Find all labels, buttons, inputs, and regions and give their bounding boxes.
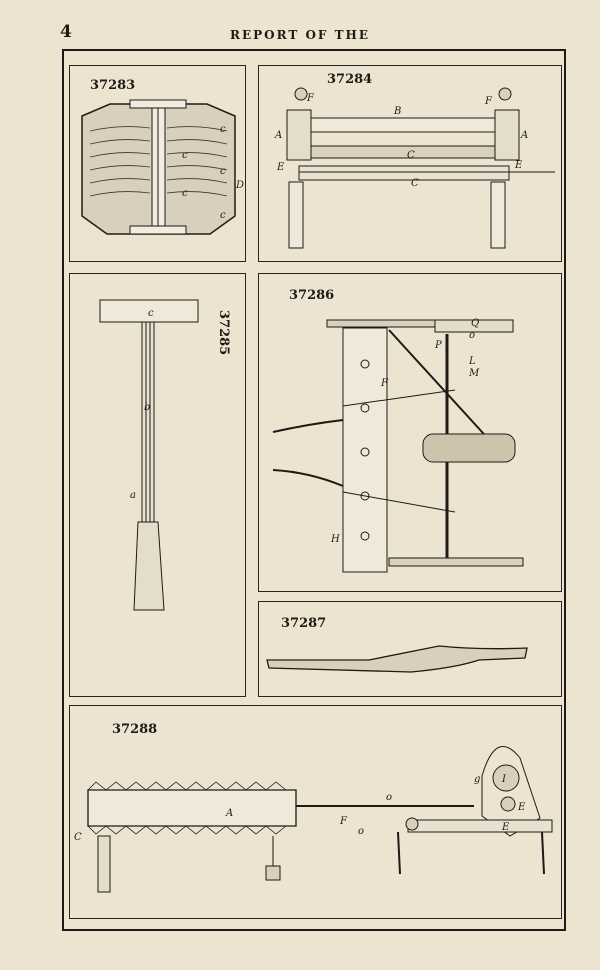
figure-number: 37285 bbox=[216, 310, 231, 356]
label-c: c bbox=[182, 150, 188, 161]
cross-section-drawing: c c c c D c bbox=[81, 99, 244, 235]
figure-panel-37288: 37288 A C F o o g I E E bbox=[69, 705, 562, 919]
label-I: I bbox=[501, 774, 507, 785]
page-number: 4 bbox=[60, 22, 72, 42]
figure-number: 37287 bbox=[281, 616, 327, 631]
label-F: F bbox=[339, 816, 348, 827]
machine-frame-drawing: Q o P L M F H bbox=[272, 318, 524, 573]
label-M: M bbox=[468, 368, 480, 379]
label-a: a bbox=[130, 490, 136, 501]
roller-machine-drawing: F B F A A C E E C bbox=[274, 87, 555, 249]
label-F: F bbox=[306, 93, 315, 104]
label-A: A bbox=[520, 130, 528, 141]
label-c: c bbox=[220, 210, 226, 221]
plate-frame: 37283 c c c c D c 37284 bbox=[62, 49, 566, 931]
label-o: o bbox=[386, 792, 392, 803]
label-F: F bbox=[484, 96, 493, 107]
label-E: E bbox=[514, 160, 523, 171]
label-C: C bbox=[74, 832, 82, 843]
last-sole-drawing bbox=[266, 645, 528, 673]
label-Q: Q bbox=[471, 318, 479, 329]
figure-number: 37288 bbox=[112, 722, 158, 737]
label-c: c bbox=[220, 166, 226, 177]
label-H: H bbox=[330, 534, 340, 545]
figure-panel-37286: 37286 Q o P L M F H bbox=[258, 273, 562, 592]
label-o: o bbox=[469, 330, 475, 341]
label-B: B bbox=[393, 106, 401, 117]
label-b: b bbox=[144, 402, 150, 413]
label-L: L bbox=[468, 356, 476, 367]
figure-panel-37285: 37285 c b a bbox=[69, 273, 246, 697]
label-E: E bbox=[276, 162, 285, 173]
label-C: C bbox=[407, 150, 415, 161]
figure-panel-37287: 37287 bbox=[258, 601, 562, 697]
label-c: c bbox=[182, 188, 188, 199]
label-o: o bbox=[358, 826, 364, 837]
label-A: A bbox=[274, 130, 282, 141]
figure-panel-37284: 37284 F B F A A C E E C bbox=[258, 65, 562, 262]
figure-number: 37283 bbox=[90, 78, 136, 93]
label-c: c bbox=[148, 308, 154, 319]
feed-mechanism-drawing: A C F o o g I E E bbox=[74, 746, 553, 893]
label-c: c bbox=[220, 124, 226, 135]
hammer-tool-drawing: c b a bbox=[99, 299, 199, 611]
label-A: A bbox=[225, 808, 233, 819]
figure-number: 37284 bbox=[327, 72, 373, 87]
label-F: F bbox=[380, 378, 389, 389]
label-E: E bbox=[517, 802, 526, 813]
figure-panel-37283: 37283 c c c c D c bbox=[69, 65, 246, 262]
running-head: REPORT OF THE bbox=[229, 28, 371, 42]
figure-number: 37286 bbox=[289, 288, 335, 303]
label-C: C bbox=[411, 178, 419, 189]
label-g: g bbox=[474, 774, 480, 785]
label-D: D bbox=[235, 180, 244, 191]
label-P: P bbox=[434, 340, 442, 351]
label-E: E bbox=[501, 822, 510, 833]
